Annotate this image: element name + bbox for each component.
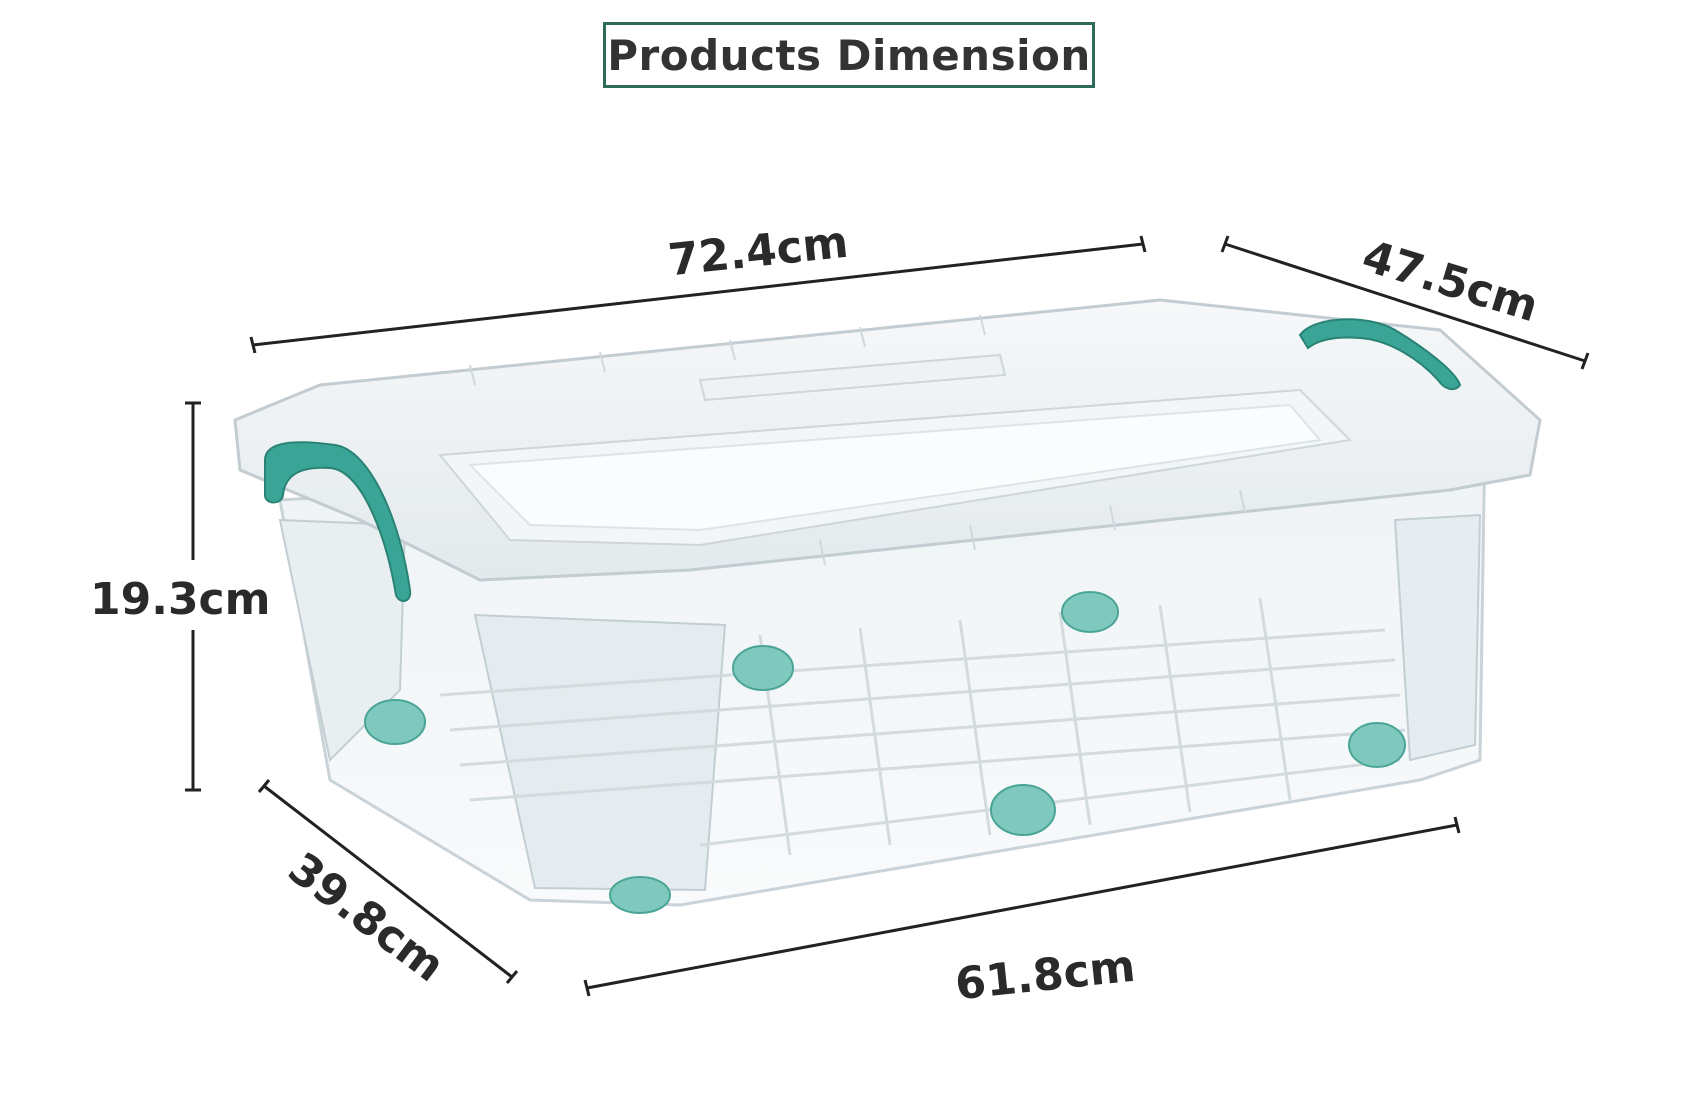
dimension-lines <box>185 235 1590 997</box>
page-title: Products Dimension <box>607 30 1091 80</box>
top-width-line <box>1224 242 1586 363</box>
top-length-line <box>252 242 1144 347</box>
bottom-length-line <box>586 823 1458 990</box>
title-box: Products Dimension <box>603 22 1095 88</box>
bottom-width-line <box>263 784 513 979</box>
dimension-height: 19.3cm <box>90 574 271 625</box>
latch-left <box>264 441 412 602</box>
latch-right <box>1298 318 1462 391</box>
box-lid <box>233 298 1542 582</box>
wheels <box>364 591 1406 914</box>
